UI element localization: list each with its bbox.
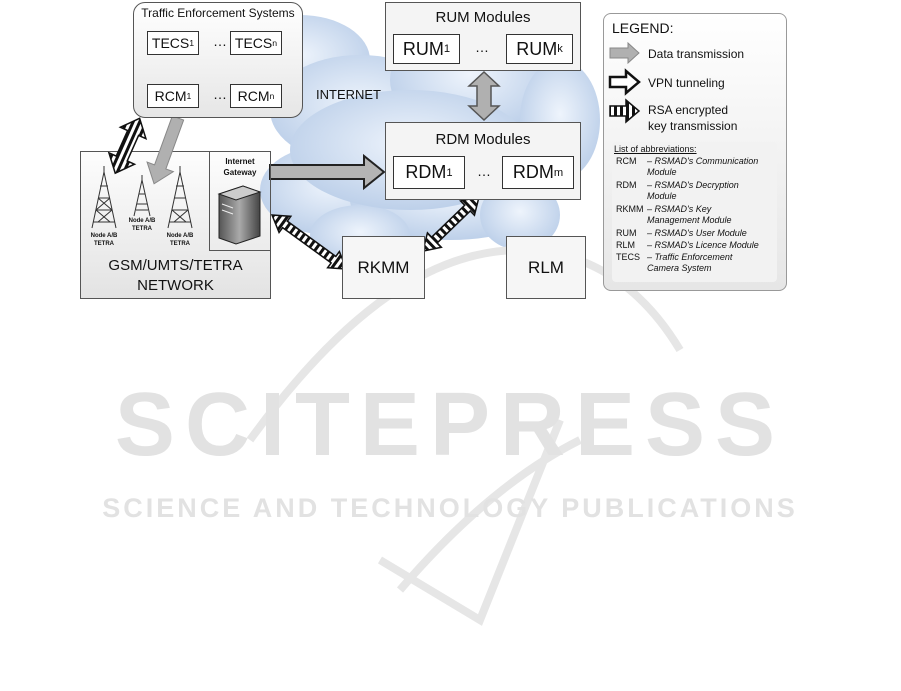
legend-vpn-tunneling: VPN tunneling [648, 76, 725, 90]
rum-title: RUM Modules [435, 9, 531, 26]
abbr-def: – RSMAD's User Module [647, 228, 747, 238]
tower-icon [91, 166, 117, 229]
abbr-def: – RSMAD's Licence Module [647, 240, 759, 250]
rdm-ellipsis: … [477, 163, 491, 179]
gray-arrow-icon [609, 42, 640, 65]
rcm-network-data-arrow [146, 115, 185, 185]
abbr-key: RKMM [616, 204, 644, 214]
legend-rsa-line1: RSA encrypted [648, 103, 729, 117]
scitepress-watermark [246, 245, 684, 626]
tower-icon [133, 175, 151, 217]
legend-rsa-line2: key transmission [648, 119, 738, 133]
abbr-key: TECS [616, 252, 641, 262]
legend-title: LEGEND: [612, 20, 674, 36]
legend-box: LEGEND: Data transmission VPN tunneling … [603, 13, 787, 291]
tes-ellipsis: … [213, 86, 227, 102]
abbreviations-title: List of abbreviations: [614, 144, 697, 154]
tes-ellipsis: … [213, 33, 227, 49]
network-tes-rsa-arrow [107, 117, 148, 175]
watermark-brand: SCITEPRESS [115, 375, 785, 475]
abbr-key: RCM [616, 156, 637, 166]
rum-rdm-arrow [467, 70, 501, 122]
watermark-tagline: SCIENCE AND TECHNOLOGY PUBLICATIONS [102, 493, 798, 523]
tes-title: Traffic Enforcement Systems [141, 6, 295, 20]
outline-arrow-icon [608, 68, 641, 96]
tower-label: Node A/B TETRA [90, 233, 118, 247]
tower-icon [167, 166, 193, 229]
gateway-rdm-vpn-arrow [269, 153, 386, 191]
abbr-key: RUM [616, 228, 637, 238]
abbr-key: RDM [616, 180, 637, 190]
rlm-box: RLM [506, 236, 586, 299]
rum-ellipsis: … [475, 39, 489, 55]
network-label: GSM/UMTS/TETRA NETWORK [108, 257, 243, 294]
tower-label: Node A/B TETRA [166, 233, 194, 247]
internet-gateway-box: Internet Gateway [209, 151, 271, 251]
abbr-key: RLM [616, 240, 636, 250]
tower-label: Node A/B TETRA [128, 218, 156, 232]
legend-icons [608, 42, 641, 124]
rdm-title: RDM Modules [435, 131, 531, 148]
server-icon [217, 185, 262, 245]
gateway-label: Internet Gateway [223, 157, 257, 177]
rkmm-box: RKMM [342, 236, 425, 299]
striped-arrow-icon [609, 98, 641, 124]
abbreviations-panel: List of abbreviations: [612, 142, 777, 282]
legend-data-transmission: Data transmission [648, 47, 745, 61]
internet-label: INTERNET [316, 87, 381, 102]
